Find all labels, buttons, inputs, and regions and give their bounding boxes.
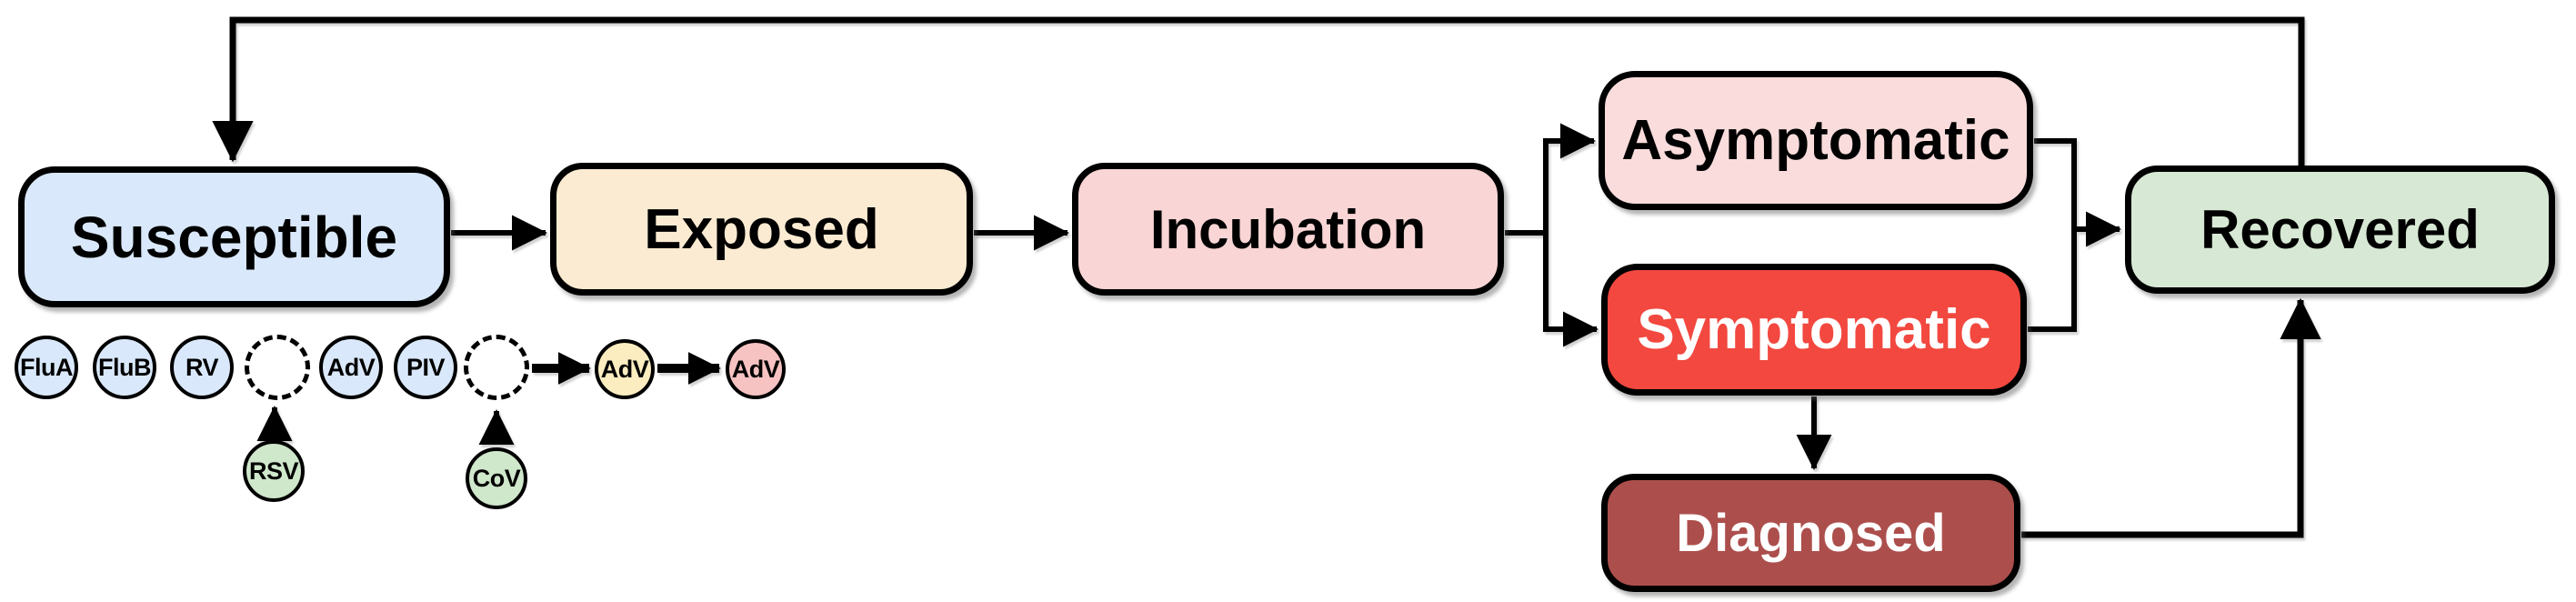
edge-asymptomatic-merge xyxy=(2034,138,2077,229)
edge-recovered-susceptible xyxy=(212,16,2305,166)
pathogen-empty-slot-2 xyxy=(464,335,529,400)
pathogen-empty-slot-1 xyxy=(245,335,310,400)
pathogen-rv-label: RV xyxy=(185,353,219,381)
pathogen-adv-incubating: AdV xyxy=(595,339,655,399)
pathogen-adv-incubating-label: AdV xyxy=(600,355,649,383)
pathogen-adv-label: AdV xyxy=(326,353,376,381)
pathogen-rv: RV xyxy=(170,336,234,399)
node-diagnosed: Diagnosed xyxy=(1601,474,2020,592)
pathogen-piv: PIV xyxy=(394,336,457,399)
edge-symptomatic-merge xyxy=(2028,229,2077,332)
pathogen-adv-symptomatic-label: AdV xyxy=(731,355,780,383)
pathogen-flua-label: FluA xyxy=(20,353,74,381)
node-susceptible: Susceptible xyxy=(18,166,450,307)
node-recovered-label: Recovered xyxy=(2200,199,2480,260)
node-incubation-label: Incubation xyxy=(1149,198,1427,260)
pathogen-adv: AdV xyxy=(319,336,383,399)
node-diagnosed-label: Diagnosed xyxy=(1676,503,1946,563)
pathogen-cov-label: CoV xyxy=(472,464,521,492)
node-exposed-label: Exposed xyxy=(644,197,879,261)
pathogen-adv-symptomatic: AdV xyxy=(726,339,786,399)
pathogen-rsv-label: RSV xyxy=(248,457,299,485)
pathogen-flua: FluA xyxy=(15,336,78,399)
edge-diagnosed-recovered xyxy=(2021,297,2321,538)
node-symptomatic: Symptomatic xyxy=(1601,264,2027,396)
pathogen-flub: FluB xyxy=(93,336,156,399)
pathogen-piv-label: PIV xyxy=(406,353,446,381)
node-incubation: Incubation xyxy=(1072,163,1504,296)
node-recovered: Recovered xyxy=(2125,166,2555,294)
node-asymptomatic-label: Asymptomatic xyxy=(1621,109,2010,172)
node-susceptible-label: Susceptible xyxy=(70,204,398,270)
node-asymptomatic: Asymptomatic xyxy=(1599,71,2033,210)
pathogen-rsv: RSV xyxy=(243,440,305,502)
node-symptomatic-label: Symptomatic xyxy=(1637,298,1991,361)
pathogen-flub-label: FluB xyxy=(98,353,152,381)
node-exposed: Exposed xyxy=(550,163,973,296)
pathogen-cov: CoV xyxy=(466,447,527,509)
